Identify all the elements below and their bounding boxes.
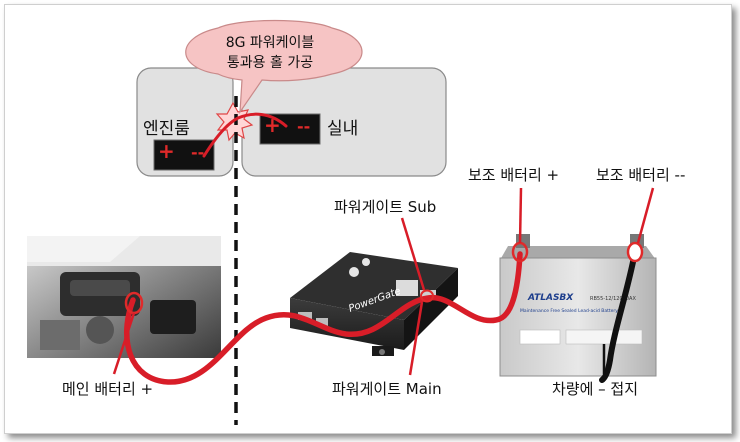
aux-minus-terminal-ring [626, 241, 644, 263]
sub-power-cable [202, 112, 288, 158]
engine-terminal-minus: -- [191, 143, 205, 162]
interior-terminal-plus: + [264, 113, 281, 137]
powergate-sub-leader [400, 217, 426, 291]
main-battery-plus-label: 메인 배터리 + [62, 380, 154, 398]
bubble-line-2: 통과용 홀 가공 [226, 55, 314, 71]
main-battery-leader [112, 312, 136, 375]
aux-plus-leader [518, 187, 523, 244]
engine-room-label: 엔진룸 [143, 119, 190, 139]
battery-brand-text: ATLASBX [527, 293, 574, 303]
interior-terminal-minus: -- [297, 117, 311, 136]
speech-bubble [185, 19, 363, 115]
aux-minus-leader [636, 187, 655, 244]
battery-sub-text: Maintenance Free Sealed Lead-acid Batter… [520, 308, 618, 314]
aux-battery-plus-label: 보조 배터리 + [468, 166, 560, 184]
powergate-device: PowerGate [290, 252, 458, 356]
interior-terminal-block [259, 113, 321, 145]
powergate-main-leader [408, 301, 424, 376]
powergate-main-label: 파워게이트 Main [332, 380, 442, 398]
bubble-line-1: 8G 파워케이블 [225, 35, 315, 51]
engine-photo [27, 236, 221, 358]
engine-terminal-plus: + [158, 139, 175, 163]
powergate-sub-label: 파워게이트 Sub [334, 198, 437, 216]
aux-battery-minus-label: 보조 배터리 -- [596, 166, 686, 184]
interior-label: 실내 [327, 119, 359, 139]
main-power-cable [124, 251, 523, 385]
chassis-ground-label: 차량에 – 접지 [552, 380, 639, 398]
ground-cable [599, 249, 638, 383]
battery-model-text: RB55-12/12000AX [590, 296, 636, 302]
powergate-sub-terminal-ring [420, 289, 434, 303]
